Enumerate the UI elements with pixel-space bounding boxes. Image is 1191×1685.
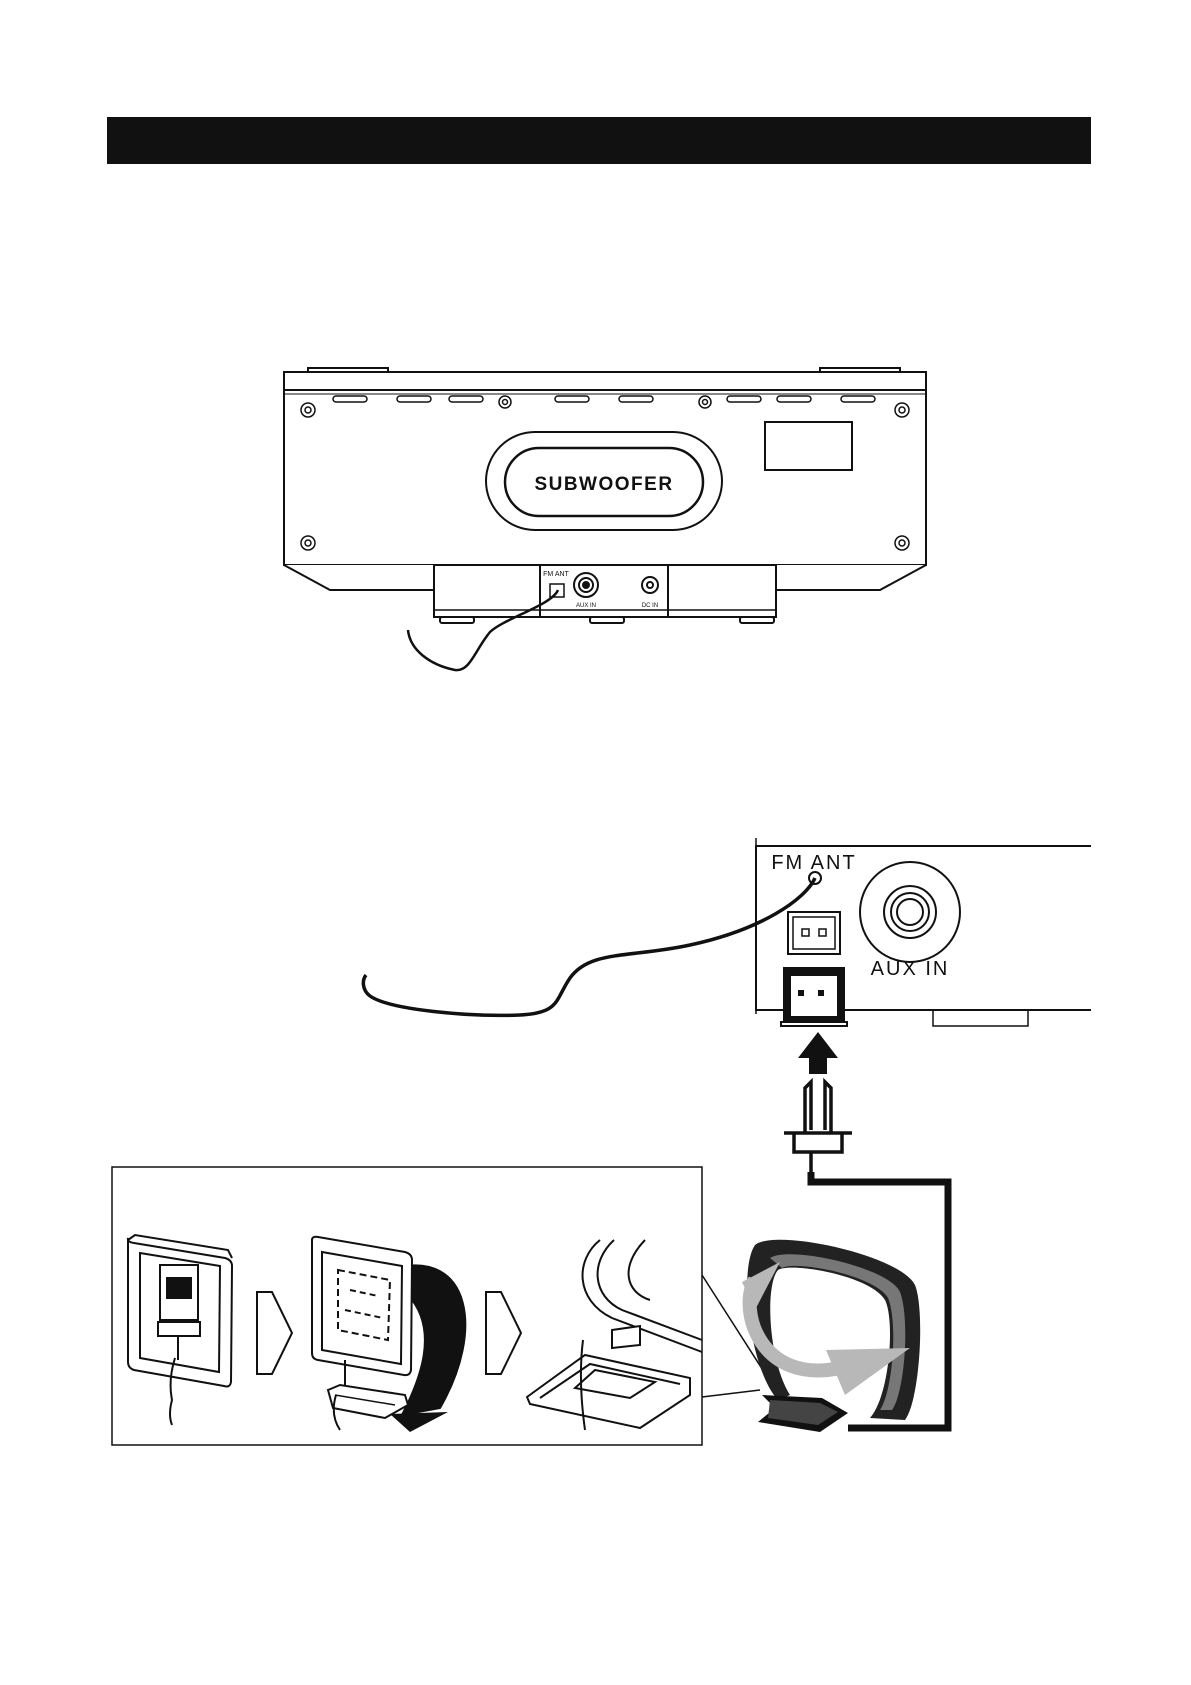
rotate-arrow-tip-icon xyxy=(390,1412,448,1432)
fm-wire-closeup-icon xyxy=(363,878,815,1015)
connector-plug-icon xyxy=(784,1082,852,1172)
aux-in-label: AUX IN xyxy=(871,958,950,980)
step-arrow-icon-2 xyxy=(486,1292,521,1374)
fm-ant-label-small: FM ANT xyxy=(543,571,569,578)
unit-rear-view xyxy=(284,368,926,670)
insert-arrow-icon xyxy=(798,1032,838,1074)
loop-antenna-step-1-icon xyxy=(128,1235,232,1425)
loop-antenna-step-3-icon xyxy=(527,1240,702,1430)
loop-antenna-step-2-icon xyxy=(312,1237,465,1430)
fm-ant-label: FM ANT xyxy=(771,852,856,874)
dc-in-label-small: DC IN xyxy=(642,603,658,609)
subwoofer-label: SUBWOOFER xyxy=(534,474,673,495)
aux-in-label-small: AUX IN xyxy=(576,603,596,609)
step-arrow-icon xyxy=(257,1292,292,1374)
am-cable-icon xyxy=(811,1172,948,1428)
